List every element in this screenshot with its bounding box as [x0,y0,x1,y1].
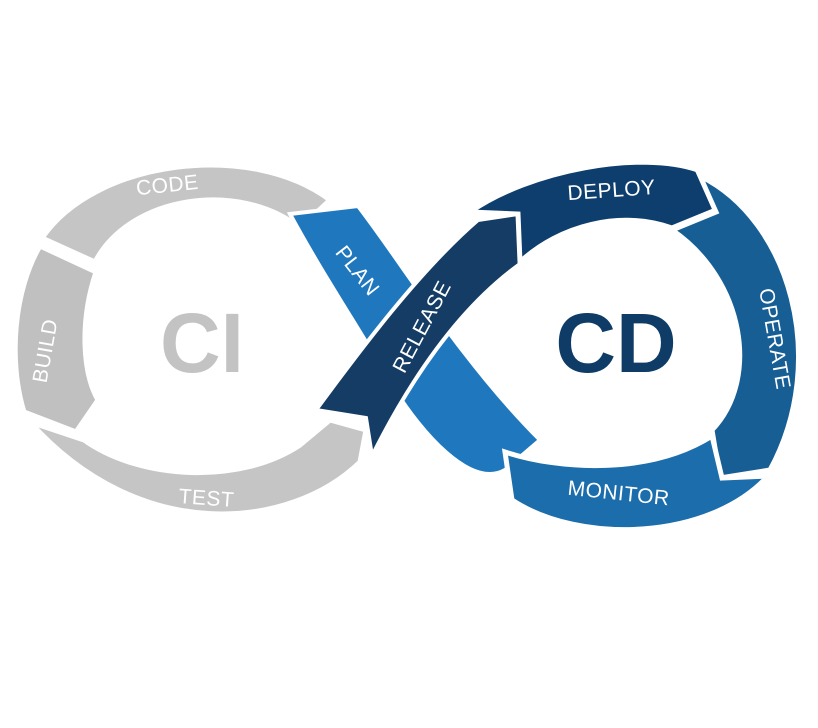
code-segment [38,162,334,266]
build-segment [12,242,101,436]
ci-loop [12,162,369,517]
test-label: TEST [178,485,235,512]
ci-title: CI [160,296,244,390]
monitor-segment [501,432,774,533]
test-segment [21,416,369,517]
cd-loop [462,159,801,533]
operate-segment [666,170,801,481]
cd-title: CD [555,296,676,390]
